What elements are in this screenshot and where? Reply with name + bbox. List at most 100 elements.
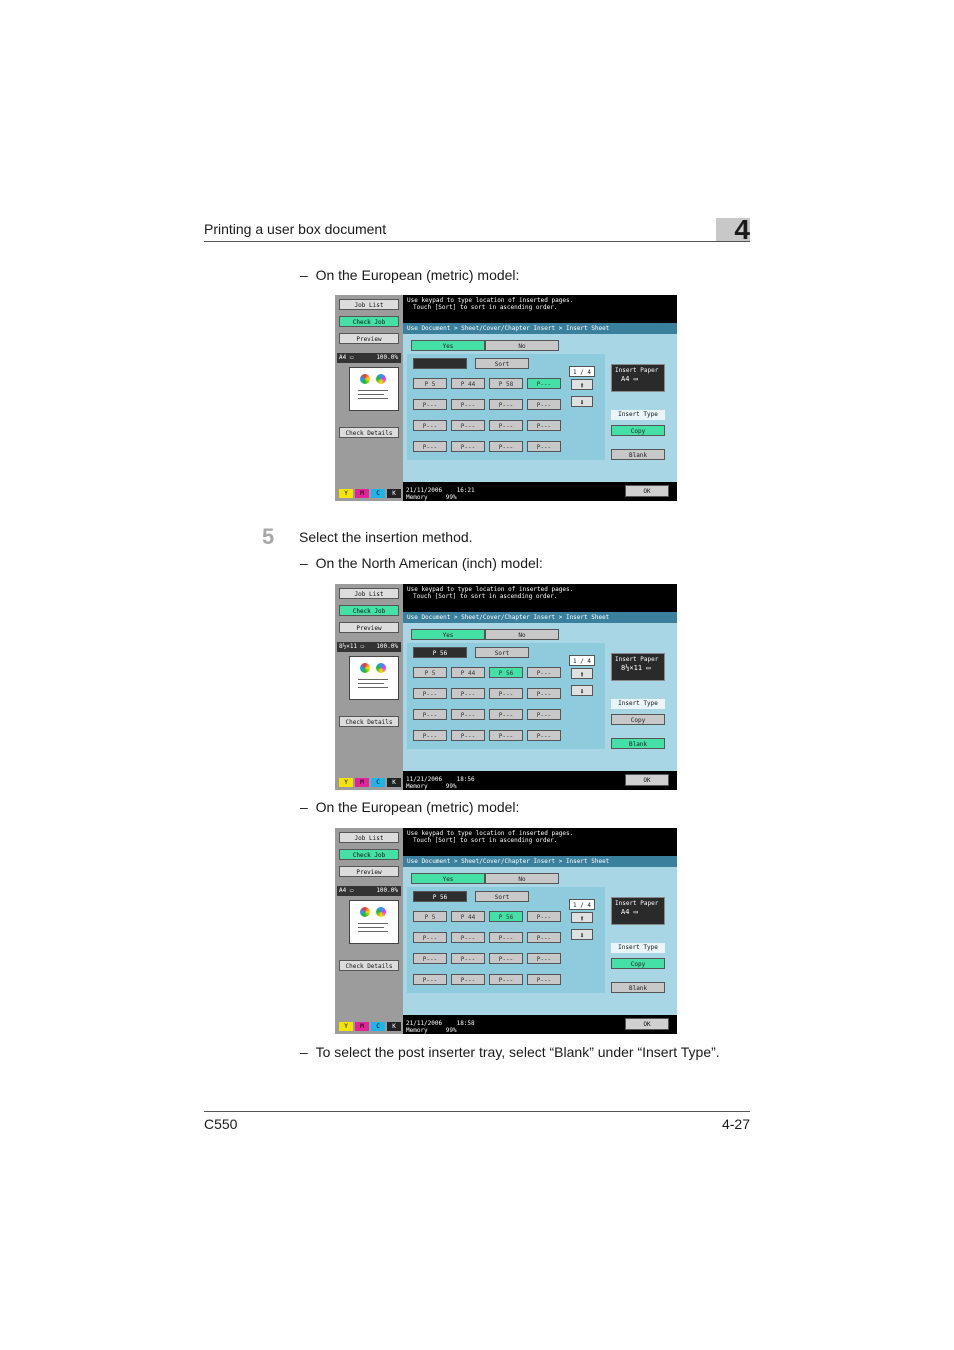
up-arrow-button[interactable]: ⬆ [571, 912, 593, 923]
page-button[interactable]: P 56 [489, 911, 523, 922]
page-button[interactable]: P--- [527, 441, 561, 452]
preview-button[interactable]: Preview [339, 622, 399, 633]
memory-value: 99% [445, 1027, 457, 1034]
sort-button[interactable]: Sort [475, 891, 529, 902]
message-line-1: Use keypad to type location of inserted … [407, 297, 574, 304]
up-arrow-button[interactable]: ⬆ [571, 668, 593, 679]
page-button[interactable]: P 44 [451, 667, 485, 678]
yes-button[interactable]: Yes [411, 629, 485, 640]
blank-button[interactable]: Blank [611, 982, 665, 993]
up-arrow-button[interactable]: ⬆ [571, 379, 593, 390]
page-button[interactable]: P--- [527, 730, 561, 741]
yes-button[interactable]: Yes [411, 873, 485, 884]
document-thumbnail [349, 367, 399, 411]
page-button[interactable]: P--- [451, 441, 485, 452]
page-button[interactable]: P--- [413, 953, 447, 964]
page-button[interactable]: P 44 [451, 911, 485, 922]
page-button[interactable]: P 58 [489, 378, 523, 389]
down-arrow-button[interactable]: ⬇ [571, 685, 593, 696]
page-input-field[interactable]: P 56 [413, 647, 467, 658]
check-job-button[interactable]: Check Job [339, 605, 399, 616]
page-button[interactable]: P--- [527, 378, 561, 389]
page-button[interactable]: P--- [451, 709, 485, 720]
page-button[interactable]: P--- [489, 709, 523, 720]
page-button[interactable]: P--- [527, 953, 561, 964]
sort-button[interactable]: Sort [475, 647, 529, 658]
blank-button[interactable]: Blank [611, 738, 665, 749]
ok-button[interactable]: OK [625, 1018, 669, 1030]
ok-button[interactable]: OK [625, 774, 669, 786]
page-button[interactable]: P--- [527, 709, 561, 720]
page-button[interactable]: P 5 [413, 378, 447, 389]
memory-label: Memory [406, 1027, 428, 1034]
insert-type-label: Insert Type [611, 699, 665, 709]
no-button[interactable]: No [485, 873, 559, 884]
page-button[interactable]: P--- [413, 709, 447, 720]
down-arrow-button[interactable]: ⬇ [571, 396, 593, 407]
page-button[interactable]: P--- [527, 932, 561, 943]
message-line-2: Touch [Sort] to sort in ascending order. [413, 593, 558, 600]
no-button[interactable]: No [485, 629, 559, 640]
page-button[interactable]: P--- [413, 974, 447, 985]
page-button[interactable]: P--- [451, 974, 485, 985]
job-list-button[interactable]: Job List [339, 832, 399, 843]
page-button[interactable]: P--- [489, 441, 523, 452]
ok-button[interactable]: OK [625, 485, 669, 497]
page-button[interactable]: P--- [527, 974, 561, 985]
copy-button[interactable]: Copy [611, 958, 665, 969]
page-button[interactable]: P 44 [451, 378, 485, 389]
page-button[interactable]: P--- [527, 688, 561, 699]
copy-button[interactable]: Copy [611, 425, 665, 436]
page-button[interactable]: P--- [413, 932, 447, 943]
page-button[interactable]: P--- [489, 730, 523, 741]
page-button[interactable]: P--- [413, 399, 447, 410]
check-details-button[interactable]: Check Details [339, 427, 399, 438]
page-button[interactable]: P--- [489, 932, 523, 943]
page-button[interactable]: P--- [489, 953, 523, 964]
check-details-button[interactable]: Check Details [339, 716, 399, 727]
page-button[interactable]: P--- [451, 953, 485, 964]
job-list-button[interactable]: Job List [339, 299, 399, 310]
page-button[interactable]: P--- [451, 688, 485, 699]
preview-button[interactable]: Preview [339, 333, 399, 344]
sort-button[interactable]: Sort [475, 358, 529, 369]
page-button[interactable]: P--- [451, 420, 485, 431]
job-list-button[interactable]: Job List [339, 588, 399, 599]
page-input-field[interactable] [413, 358, 467, 369]
page-button[interactable]: P--- [451, 399, 485, 410]
yes-button[interactable]: Yes [411, 340, 485, 351]
check-job-button[interactable]: Check Job [339, 849, 399, 860]
preview-button[interactable]: Preview [339, 866, 399, 877]
page-button[interactable]: P 5 [413, 911, 447, 922]
memory-value: 99% [445, 783, 457, 790]
check-details-button[interactable]: Check Details [339, 960, 399, 971]
page-input-field[interactable]: P 56 [413, 891, 467, 902]
page-button[interactable]: P--- [489, 399, 523, 410]
page-button[interactable]: P--- [413, 730, 447, 741]
page-button[interactable]: P--- [413, 688, 447, 699]
blank-button[interactable]: Blank [611, 449, 665, 460]
page-button[interactable]: P--- [489, 688, 523, 699]
page-button[interactable]: P--- [527, 399, 561, 410]
page-button[interactable]: P--- [451, 730, 485, 741]
page-button[interactable]: P--- [527, 667, 561, 678]
page-button[interactable]: P 5 [413, 667, 447, 678]
status-date: 11/21/2006 [406, 776, 443, 783]
page-button[interactable]: P--- [451, 932, 485, 943]
page-button[interactable]: P--- [413, 420, 447, 431]
page-button[interactable]: P 56 [489, 667, 523, 678]
page-button[interactable]: P--- [489, 420, 523, 431]
page-button[interactable]: P--- [527, 911, 561, 922]
page-button[interactable]: P--- [527, 420, 561, 431]
page-button[interactable]: P--- [413, 441, 447, 452]
page-button[interactable]: P--- [489, 974, 523, 985]
down-arrow-button[interactable]: ⬇ [571, 929, 593, 940]
check-job-button[interactable]: Check Job [339, 316, 399, 327]
copy-button[interactable]: Copy [611, 714, 665, 725]
no-button[interactable]: No [485, 340, 559, 351]
